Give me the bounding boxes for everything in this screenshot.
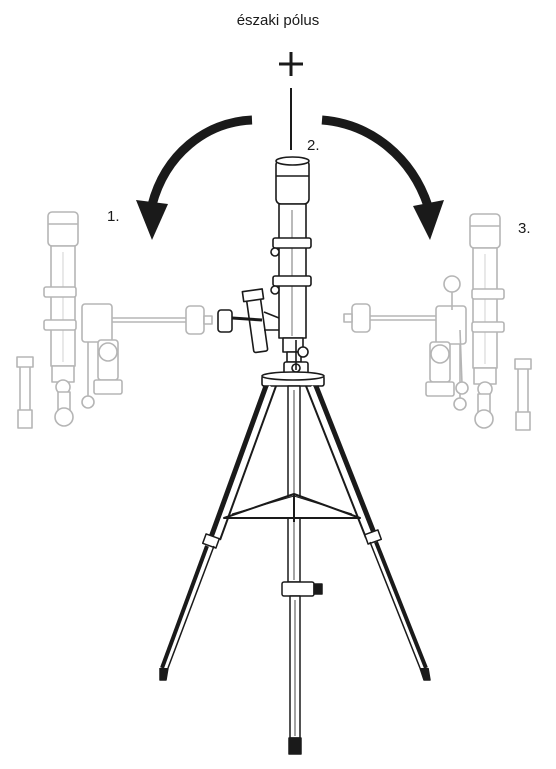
telescope-position-3 <box>343 213 532 431</box>
north-pole-marker <box>279 52 303 150</box>
step-label-2: 2. <box>307 137 320 154</box>
telescope-position-2 <box>217 156 325 387</box>
step-label-3: 3. <box>518 220 531 237</box>
arrow-left <box>136 115 253 240</box>
tripod <box>159 385 431 755</box>
telescope-position-1 <box>16 211 213 429</box>
diagram-title: északi pólus <box>236 12 320 29</box>
step-label-1: 1. <box>107 208 120 225</box>
arrow-right <box>321 115 444 240</box>
